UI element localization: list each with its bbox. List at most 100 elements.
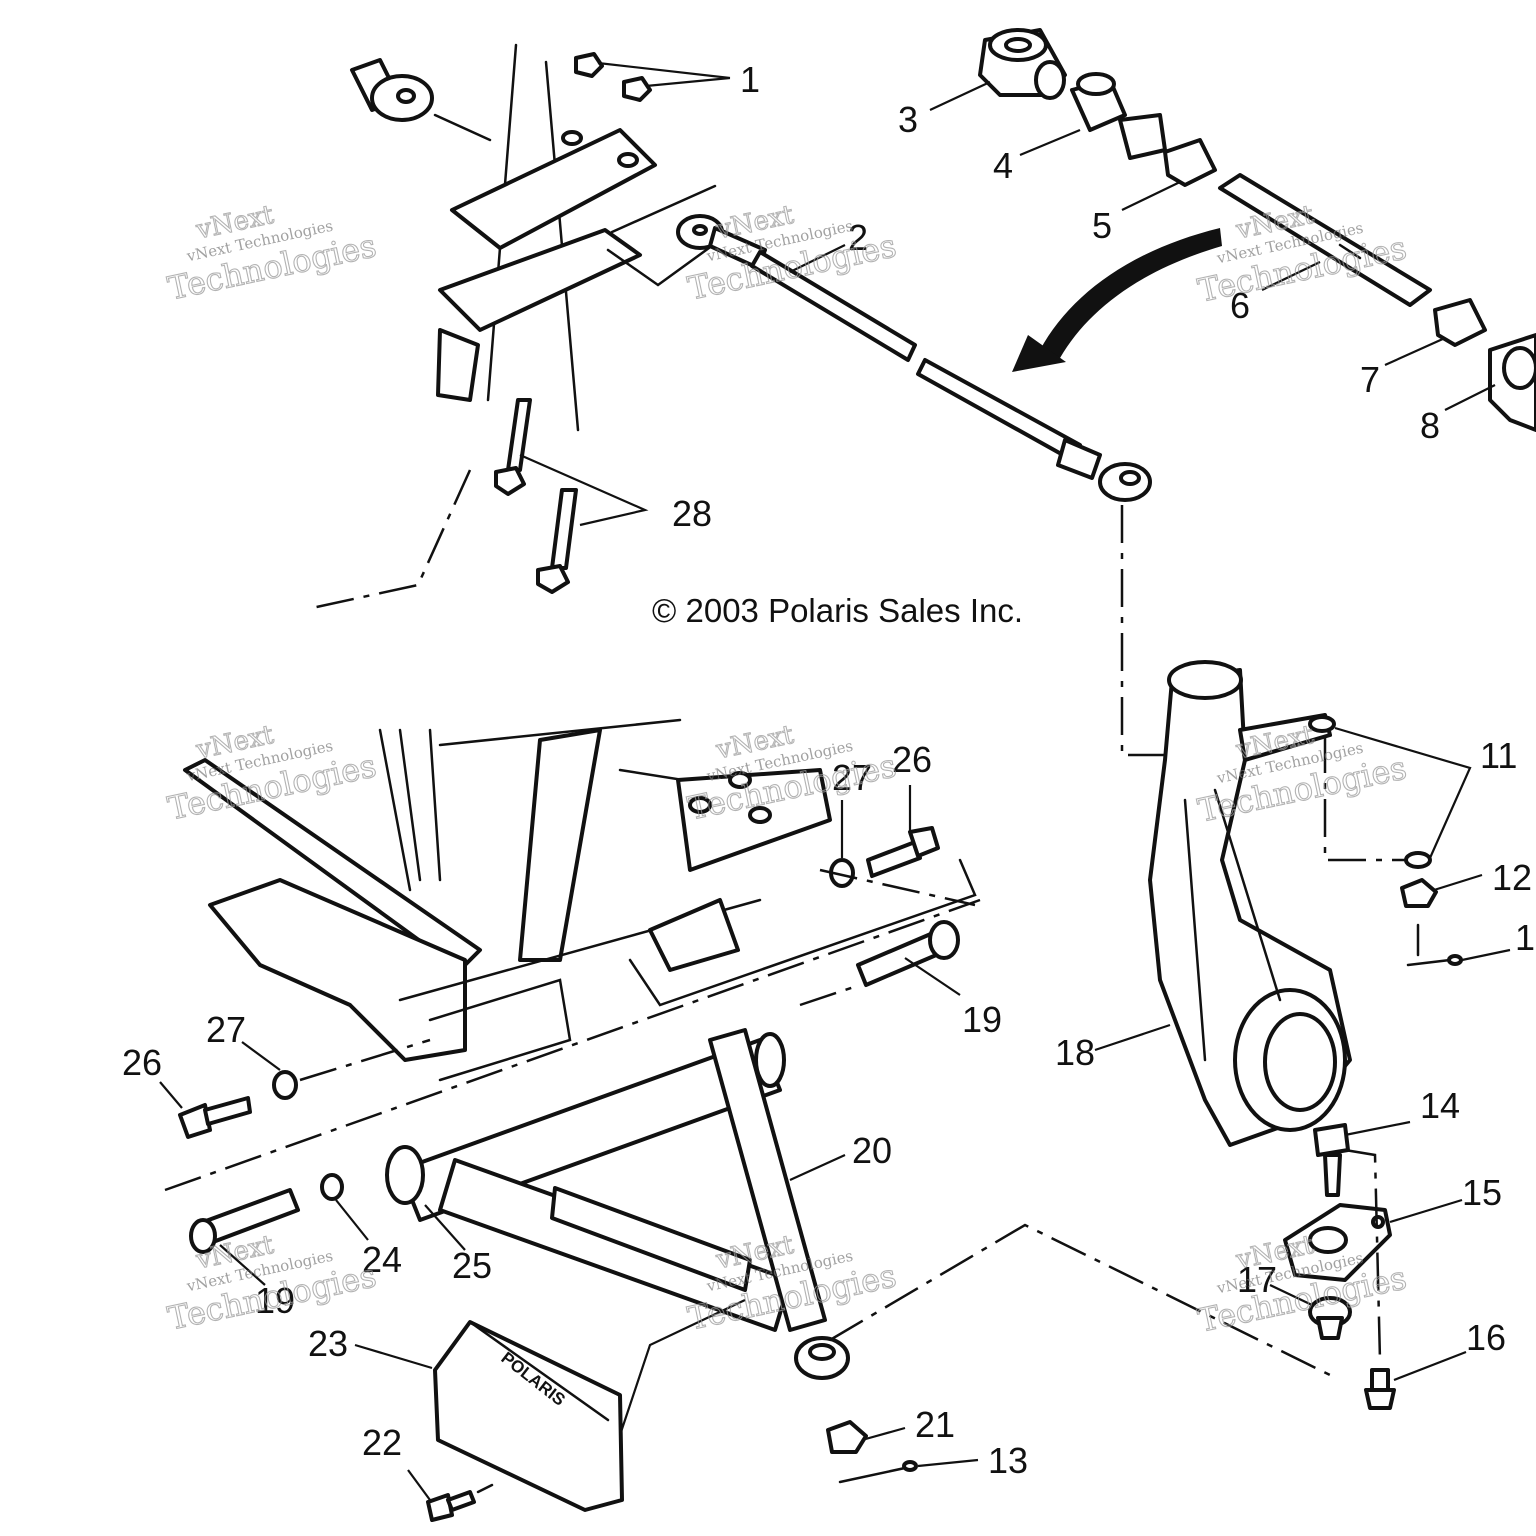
leader-guard <box>618 1299 746 1436</box>
callout-27-left: 27 <box>206 1009 246 1050</box>
callout-20: 20 <box>852 1130 892 1171</box>
callout-12: 12 <box>1492 857 1532 898</box>
centerline-27-left <box>299 1038 431 1082</box>
rod-end-8 <box>1488 333 1536 432</box>
castle-nut-12 <box>1400 878 1438 908</box>
callout-22: 22 <box>362 1422 402 1463</box>
callout-8: 8 <box>1420 405 1440 446</box>
bolt-26-upper <box>866 826 940 878</box>
cotter-pin-upper <box>1406 954 1463 967</box>
adjuster-sleeve-6 <box>1218 173 1432 307</box>
callout-15: 15 <box>1462 1172 1502 1213</box>
callout-2: 2 <box>848 217 868 258</box>
leader-24 <box>335 1199 369 1241</box>
tie-rod <box>676 214 1152 502</box>
ball-joint-17 <box>1308 1296 1352 1340</box>
callout-16: 16 <box>1466 1317 1506 1358</box>
leader-25 <box>424 1204 466 1251</box>
castle-nut-21 <box>826 1420 868 1454</box>
callout-23: 23 <box>308 1323 348 1364</box>
nut-1a <box>574 52 604 78</box>
leader-8 <box>1444 384 1496 411</box>
leader-26-left <box>159 1081 183 1109</box>
leader-22 <box>407 1469 431 1501</box>
callout-14: 14 <box>1420 1085 1460 1126</box>
washer-11b <box>1404 851 1432 869</box>
callout-7: 7 <box>1360 359 1380 400</box>
leader-6 <box>1261 261 1321 291</box>
callout-6: 6 <box>1230 285 1250 326</box>
leader-17 <box>1269 1284 1313 1306</box>
callout-13: 13 <box>988 1440 1028 1481</box>
leader-21 <box>861 1426 906 1442</box>
leader-5 <box>1121 181 1181 211</box>
callout-25: 25 <box>452 1245 492 1286</box>
screw-16 <box>1364 1368 1396 1410</box>
centerline-a-arm <box>164 898 981 1192</box>
spindle-knuckle <box>1148 660 1352 1147</box>
screw-22 <box>426 1490 476 1522</box>
callout-18: 18 <box>1055 1032 1095 1073</box>
leader-7 <box>1384 336 1446 367</box>
callout-26-upper: 26 <box>892 739 932 780</box>
callout-11: 11 <box>1480 735 1517 776</box>
centerline-tie-rod <box>1120 505 1165 757</box>
leader-20 <box>789 1153 846 1182</box>
callout-19-lower: 19 <box>255 1280 295 1321</box>
leader-3 <box>929 81 991 111</box>
bolt-26-left <box>178 1096 252 1139</box>
leader-15 <box>1389 1198 1463 1224</box>
callout-21: 21 <box>915 1404 955 1445</box>
callout-27-upper: 27 <box>832 757 872 798</box>
plate-15 <box>1283 1203 1392 1282</box>
centerline-22 <box>476 1483 494 1494</box>
washer-27-left <box>272 1070 298 1100</box>
callout-1-cotter: 1 <box>1515 917 1535 958</box>
callout-1: 1 <box>740 59 760 100</box>
copyright-notice: © 2003 Polaris Sales Inc. <box>652 592 1023 629</box>
rod-end-3 <box>978 28 1067 100</box>
leader-23 <box>354 1343 433 1370</box>
nut-1b <box>622 76 652 102</box>
leader-28 <box>519 453 649 527</box>
callout-5: 5 <box>1092 205 1112 246</box>
watermark-1: vNext vNext Technologies Technologies <box>164 199 380 308</box>
steering-post <box>311 43 722 610</box>
leader-19-upper <box>904 957 961 996</box>
a-arm <box>385 1028 850 1380</box>
bolt-14 <box>1313 1123 1350 1197</box>
frame <box>183 718 977 1082</box>
leader-16 <box>1393 1350 1467 1382</box>
leader-1 <box>597 61 731 88</box>
leader-13 <box>917 1458 979 1468</box>
leader-18 <box>1094 1023 1171 1052</box>
callout-17: 17 <box>1237 1259 1277 1300</box>
callout-28: 28 <box>672 493 712 534</box>
leader-4 <box>1019 128 1081 157</box>
jam-nut-5 <box>1163 138 1217 187</box>
leader-27-left <box>241 1041 281 1071</box>
leader-11 <box>1334 726 1472 859</box>
leader-1-cotter <box>1461 948 1511 962</box>
centerline-balljoint <box>829 1223 1331 1377</box>
jam-nut-7 <box>1433 298 1487 347</box>
bolt-28b <box>536 488 578 594</box>
washer-11a <box>1308 715 1336 733</box>
centerline-16 <box>1344 1148 1382 1361</box>
assembly-arrow <box>1012 228 1222 372</box>
washer-24 <box>320 1173 344 1201</box>
callout-24: 24 <box>362 1239 402 1280</box>
leader-19-lower <box>219 1244 266 1286</box>
callout-19-upper: 19 <box>962 999 1002 1040</box>
centerline-frame <box>819 868 976 907</box>
callout-26-left: 26 <box>122 1042 162 1083</box>
rod-end-4 <box>1070 72 1167 160</box>
pivot-tube-19-upper <box>856 920 960 987</box>
callout-4: 4 <box>993 145 1013 186</box>
centerline-19-upper <box>799 983 861 1007</box>
tie-rod-end-upper-left <box>350 58 492 142</box>
cotter-pin-13 <box>838 1460 918 1484</box>
leader-2 <box>789 244 846 273</box>
leader-12 <box>1433 873 1483 892</box>
